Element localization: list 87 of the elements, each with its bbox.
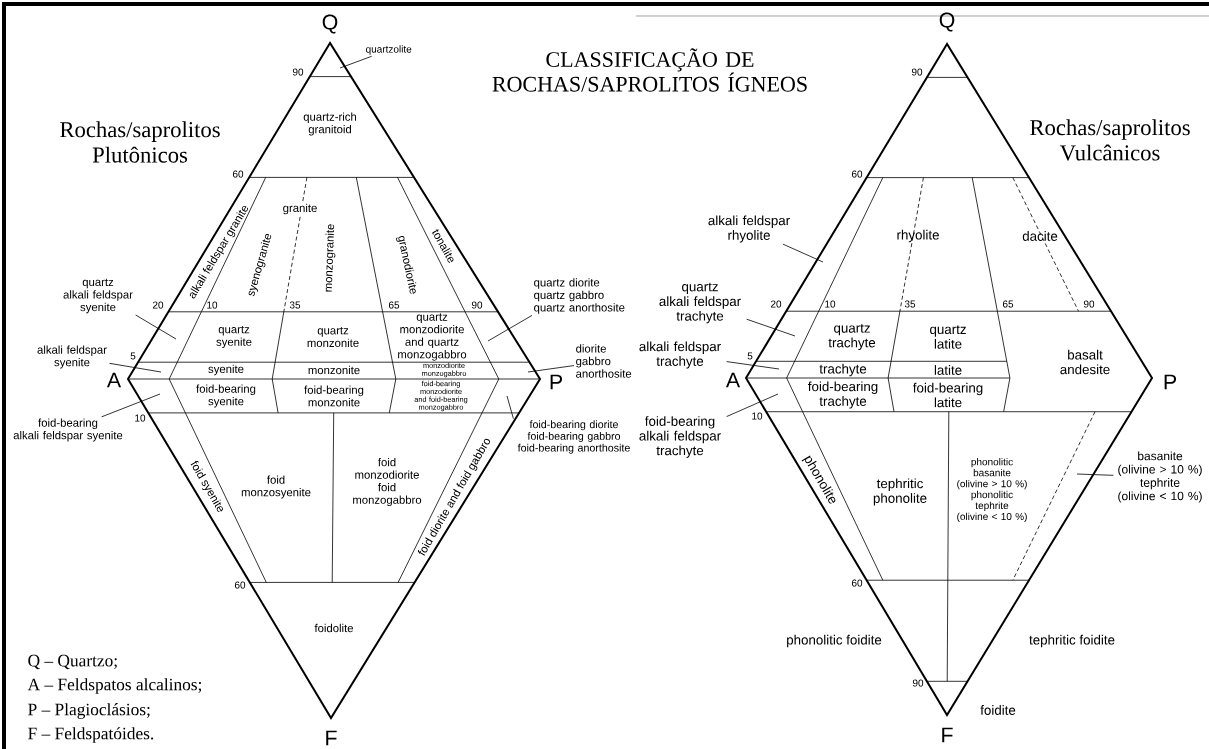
region-label: trachyte <box>819 363 867 377</box>
region-label: foid monzosyenite <box>241 475 311 499</box>
tick-label: 60 <box>851 170 863 178</box>
region-label: dacite <box>1022 231 1058 241</box>
callout-text: basanite (olivine > 10 %) tephrite (olivine < 10 %) <box>1118 451 1202 503</box>
tick-label: 5 <box>130 352 136 360</box>
callout-text: quartz diorite quartz gabbro quartz anorthosite <box>534 278 625 314</box>
tick-label: 35 <box>904 300 916 308</box>
tick-label: 20 <box>152 301 164 309</box>
region-label: tephritic phonolite <box>873 478 927 506</box>
region-label: foid-bearing monzonite <box>304 385 364 407</box>
region-label: monzonite <box>308 365 360 375</box>
region-label: quartz syenite <box>216 325 252 349</box>
region-label: latite <box>934 365 962 375</box>
tick-label: 5 <box>747 352 753 360</box>
tick-label: 10 <box>135 414 146 422</box>
region-label: quartz-rich granitoid <box>303 112 356 136</box>
callout-text: foid-bearing diorite foid-bearing gabbro foid-bearing anorthosite <box>517 420 630 454</box>
vertex-letter: Q <box>939 12 955 32</box>
leader-line <box>339 55 373 69</box>
region-label: foid-bearing syenite <box>196 384 256 408</box>
callout-text: quartz alkali feldspar syenite <box>63 278 133 314</box>
tick-label: 65 <box>1002 300 1014 308</box>
region-label: foidite <box>980 705 1016 715</box>
callout-text: foid-bearing alkali feldspar syenite <box>13 418 123 442</box>
leader-line <box>487 315 533 342</box>
subtitle: Rochas/saprolitos Plutônicos <box>60 121 220 163</box>
region-label: foid-bearing latite <box>913 382 983 408</box>
region-label: rhyolite <box>897 229 939 243</box>
callout-text: alkali feldspar syenite <box>37 345 107 369</box>
tick-label: 35 <box>289 301 301 309</box>
leader-line <box>1076 473 1114 476</box>
vertex-letter: Q <box>322 14 338 34</box>
region-label: foidolite <box>314 623 353 633</box>
leader-line <box>101 393 161 418</box>
callout-text: alkali feldspar trachyte <box>639 341 721 369</box>
callout-text: quartzolite <box>366 45 412 55</box>
tick-label: 60 <box>232 170 244 178</box>
region-label: quartz monzodiorite and quartz monzogabbro <box>398 313 467 361</box>
leader-line <box>527 365 575 373</box>
leader-line <box>746 318 796 337</box>
tick-label: 90 <box>471 301 483 309</box>
region-label: basalt andesite <box>1060 349 1110 375</box>
tick-label: 10 <box>752 412 763 420</box>
region-label: phonolitic foidite <box>787 634 882 648</box>
title: CLASSIFICAÇÃO DE ROCHAS/SAPROLITOS ÍGNEOS <box>492 48 807 92</box>
key-text: Q – Quartzo; <box>28 654 117 670</box>
region-label: monzogranite <box>325 224 336 292</box>
vertex-letter: A <box>725 372 741 388</box>
callout-text: alkali feldspar rhyolite <box>708 215 790 243</box>
region-label: quartz latite <box>930 325 966 349</box>
leader-line <box>782 243 824 263</box>
key-text: F – Feldspatóides. <box>28 727 154 743</box>
tick-label: 90 <box>912 679 924 687</box>
tick-label: 90 <box>1083 300 1095 308</box>
tick-label: 60 <box>234 581 246 589</box>
tick-label: 90 <box>292 68 304 76</box>
vertex-letter: A <box>106 372 122 388</box>
vertex-letter: P <box>550 374 562 390</box>
callout-text: diorite gabbro anorthosite <box>576 344 632 378</box>
leader-line <box>109 362 162 373</box>
callout-text: foid-bearing alkali feldspar trachyte <box>639 416 721 458</box>
subtitle: Rochas/saprolitos Vulcânicos <box>1030 119 1190 161</box>
tick-label: 65 <box>388 301 400 309</box>
tick-label: 90 <box>911 68 923 76</box>
tick-label: 20 <box>770 300 782 308</box>
region-label: foid monzodiorite foid monzogabbro <box>353 457 422 507</box>
vertex-letter: F <box>942 727 953 743</box>
region-label: quartz monzonite <box>307 327 359 347</box>
leader-line <box>135 314 177 340</box>
region-label: granite <box>281 202 319 216</box>
vertex-letter: P <box>1164 374 1176 390</box>
leader-line <box>726 361 780 370</box>
region-label: tephritic foidite <box>1029 634 1115 648</box>
leader-line <box>506 395 514 420</box>
tick-label: 10 <box>207 301 218 309</box>
leader-line <box>726 393 779 417</box>
tick-label: 60 <box>851 579 863 587</box>
key-text: A – Feldspatos alcalinos; <box>27 678 202 694</box>
vertex-letter: F <box>326 730 337 746</box>
region-label: phonolitic basanite (olivine > 10 %) phonolitic tephrite (olivine < 10 %) <box>957 458 1027 522</box>
region-label: quartz trachyte <box>828 324 876 350</box>
region-label: syenite <box>208 364 244 376</box>
callout-text: quartz alkali feldspar trachyte <box>659 282 741 324</box>
region-label: foid-bearing trachyte <box>808 381 878 409</box>
tick-label: 10 <box>825 300 836 308</box>
key-text: P – Plagioclásios; <box>28 703 150 719</box>
